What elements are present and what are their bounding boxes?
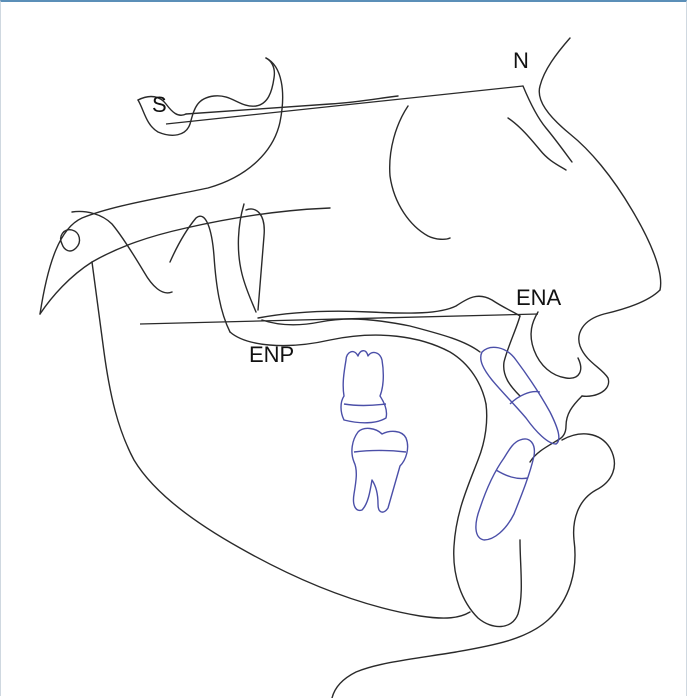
nostril-outline [531, 312, 581, 378]
upper-molar-crown-line [344, 404, 386, 406]
label-n: N [513, 48, 529, 73]
label-enp: ENP [249, 342, 294, 367]
condyle-outline [72, 212, 172, 293]
upper-lip [558, 396, 582, 440]
hard-palate [258, 296, 520, 318]
pterygoid-contour-right [238, 204, 256, 312]
orbit-contour [390, 106, 450, 239]
upper-molar [341, 351, 387, 423]
occipital-line [40, 208, 330, 314]
label-ena: ENA [516, 285, 562, 310]
nasal-bone [508, 118, 566, 170]
soft-tissue-forehead [539, 38, 660, 290]
ramus-posterior [92, 262, 470, 618]
pterygoid-contour-left [170, 216, 230, 332]
sella-nasion-line [166, 86, 523, 124]
anterior-cranial-base [186, 96, 398, 114]
label-s: S [152, 92, 167, 117]
mandible-inner [454, 404, 522, 627]
lower-incisor [476, 439, 534, 540]
nose-profile [579, 290, 660, 396]
lower-molar [352, 428, 408, 512]
lower-incisor-line [496, 470, 528, 479]
frontal-bone [523, 86, 572, 162]
porion-circle [61, 230, 80, 251]
lower-molar-crown-line [354, 451, 406, 453]
upper-incisor-line [510, 392, 540, 404]
